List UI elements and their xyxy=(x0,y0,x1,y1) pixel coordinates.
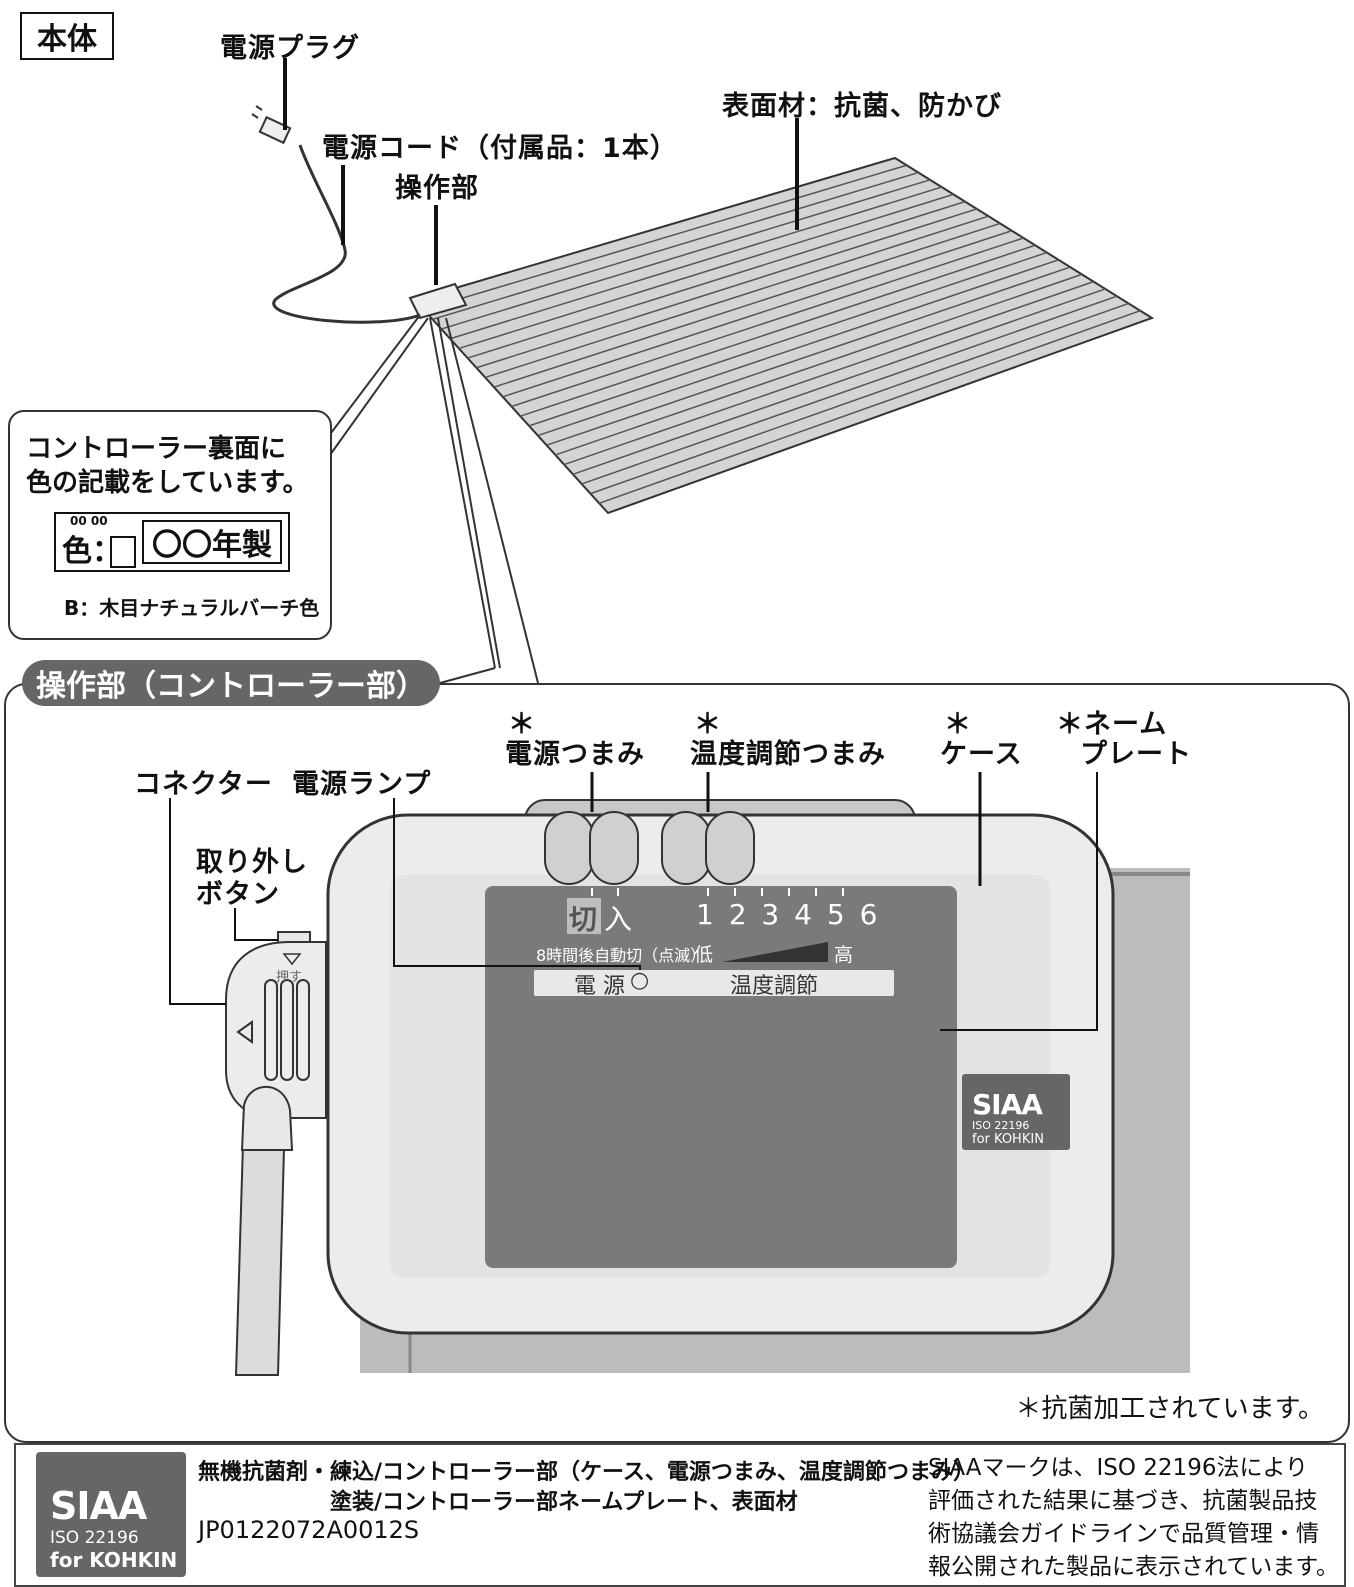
bottom-right3: 術協議会ガイドラインで品質管理・情 xyxy=(928,1521,1319,1547)
mat-stripe xyxy=(537,259,1059,437)
label-power-knob: 電源つまみ xyxy=(505,739,645,770)
siaa-logo-small: SIAA ISO 22196 for KOHKIN xyxy=(962,1074,1070,1150)
mat-stripe xyxy=(598,310,1141,505)
mat-stripe xyxy=(555,273,1083,456)
push-label: 押す xyxy=(276,970,303,985)
panel-off: 切 xyxy=(569,903,598,936)
panel-label-bar: 電 源 ○ 温度調節 xyxy=(534,968,894,999)
mat-stripe xyxy=(493,222,1001,388)
power-plug xyxy=(251,105,292,145)
mat-stripe xyxy=(511,237,1024,408)
bottom-right4: 報公開された製品に表示されています。 xyxy=(928,1554,1340,1580)
label-temp-knob: 温度調節つまみ xyxy=(690,739,886,770)
label-controller: 操作部 xyxy=(395,173,479,204)
callout-line2: 色の記載をしています。 xyxy=(26,468,309,498)
label-release-2: ボタン xyxy=(196,879,280,910)
color-note: B：木目ナチュラルバーチ色 xyxy=(64,596,320,620)
callout-line1: コントローラー裏面に xyxy=(26,434,287,464)
mat-stripe xyxy=(423,164,907,311)
panel-temp: 温度調節 xyxy=(730,974,819,999)
heading-box: 本体 xyxy=(20,12,114,60)
year-box: 〇〇年製 xyxy=(142,520,282,564)
label-connector: コネクター xyxy=(134,769,273,800)
mat-stripe xyxy=(563,280,1094,466)
mat-stripe xyxy=(572,288,1106,475)
temp-knob-star: ＊ xyxy=(694,709,722,740)
power-knob-star: ＊ xyxy=(508,709,536,740)
bottom-code: JP0122072A0012S xyxy=(198,1516,420,1544)
label-surface: 表面材：抗菌、防かび xyxy=(722,91,1002,122)
mat-stripe xyxy=(432,171,919,321)
mat-controller xyxy=(408,282,468,320)
mat-stripe xyxy=(520,244,1036,417)
panel-low: 低 xyxy=(694,944,714,966)
panel-power: 電 源 xyxy=(574,974,625,999)
siaa-mark: SIAA xyxy=(50,1484,147,1528)
mat-stripe xyxy=(546,266,1071,446)
mat-stripe xyxy=(581,295,1118,485)
mat-stripe xyxy=(441,179,931,330)
siaa-iso: ISO 22196 xyxy=(50,1528,139,1548)
color-callout: コントローラー裏面に 色の記載をしています。 00 00 色： 〇〇年製 B：木… xyxy=(8,410,332,640)
color-prefix: 色： xyxy=(62,534,122,569)
color-label-box: 00 00 色： 〇〇年製 xyxy=(54,512,290,572)
label-name-plate-1: ＊ネーム xyxy=(1056,709,1168,740)
marks: 00 00 xyxy=(70,514,108,528)
panel-auto-off: 8時間後自動切（点滅） xyxy=(536,946,707,965)
label-cord: 電源コード（付属品：1本） xyxy=(322,133,678,164)
label-release-1: 取り外し xyxy=(196,847,308,878)
section-title: 操作部（コントローラー部） xyxy=(22,660,440,706)
mat-body xyxy=(413,156,1155,515)
panel-high: 高 xyxy=(834,944,854,966)
power-cord xyxy=(272,144,421,324)
label-plug: 電源プラグ xyxy=(220,33,360,64)
mat-stripe xyxy=(590,302,1129,495)
mat-stripe xyxy=(502,230,1013,398)
bottom-right2: 評価された結果に基づき、抗菌製品技 xyxy=(928,1488,1318,1514)
bottom-box xyxy=(14,1443,1346,1587)
bottom-right1: SIAAマークは、ISO 22196法により xyxy=(928,1455,1308,1481)
siaa-small-kohkin: for KOHKIN xyxy=(972,1132,1044,1147)
mat-stripe xyxy=(484,215,989,379)
mat-stripe xyxy=(528,251,1048,427)
footnote: ＊抗菌加工されています。 xyxy=(1015,1394,1324,1424)
siaa-small-iso: ISO 22196 xyxy=(972,1119,1030,1132)
label-name-plate-2: プレート xyxy=(1080,739,1192,770)
bottom-line2: 塗装/コントローラー部ネームプレート、表面材 xyxy=(330,1490,798,1515)
mat-stripes xyxy=(423,164,1141,505)
panel-on: 入 xyxy=(604,903,633,936)
siaa-logo: SIAA ISO 22196 for KOHKIN xyxy=(36,1452,186,1577)
siaa-kohkin: for KOHKIN xyxy=(50,1548,178,1572)
color-square xyxy=(110,536,136,568)
label-lamp: 電源ランプ xyxy=(292,769,432,800)
siaa-small-mark: SIAA xyxy=(972,1088,1043,1121)
power-lamp: ○ xyxy=(630,968,650,993)
controller-section xyxy=(4,683,1350,1443)
label-case: ケース xyxy=(940,739,1023,770)
panel-scale: 1 2 3 4 5 6 xyxy=(696,898,881,931)
off-mark-bg xyxy=(567,898,601,934)
mat-stripe xyxy=(476,208,977,369)
mat-stripe xyxy=(467,200,966,359)
bottom-line1: 無機抗菌剤・練込/コントローラー部（ケース、電源つまみ、温度調節つまみ） xyxy=(198,1460,975,1485)
mat-stripe xyxy=(458,193,954,350)
case-star: ＊ xyxy=(944,709,972,740)
mat-stripe xyxy=(449,186,942,340)
